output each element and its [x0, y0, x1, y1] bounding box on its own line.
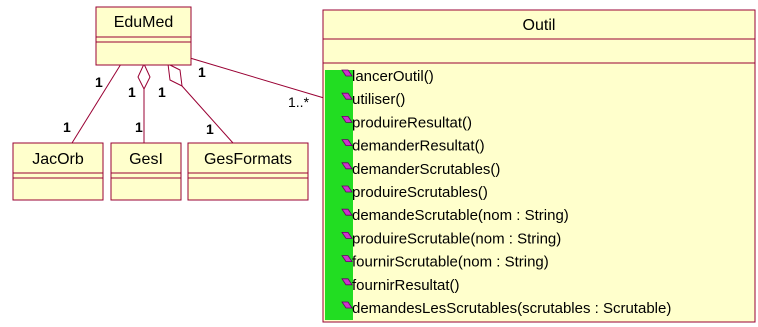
- operation-label: fournirResultat(): [352, 277, 460, 294]
- operation-label: produireScrutables(): [352, 184, 488, 201]
- class-jacorb[interactable]: JacOrb: [12, 142, 104, 201]
- operation-row[interactable]: demanderScrutables(): [341, 161, 500, 178]
- operation-label: fournirScrutable(nom : String): [352, 254, 549, 271]
- operation-icon: [341, 278, 353, 286]
- multiplicity-edumed-gesl-bottom: 1: [135, 119, 143, 135]
- class-name-gesl: GesI: [129, 151, 163, 168]
- operation-row[interactable]: utiliser(): [341, 91, 405, 108]
- class-name-edumed: EduMed: [114, 14, 174, 31]
- aggregation-diamond-gesformats: [167, 63, 183, 87]
- class-gesformats[interactable]: GesFormats: [187, 142, 309, 201]
- operation-label: demanderScrutables(): [352, 161, 500, 178]
- operation-icon: [341, 231, 353, 239]
- operation-icon: [341, 185, 353, 193]
- operation-row[interactable]: lancerOutil(): [341, 68, 434, 85]
- operation-icon: [341, 139, 353, 147]
- operation-label: lancerOutil(): [352, 68, 434, 85]
- operation-row[interactable]: fournirScrutable(nom : String): [341, 254, 549, 271]
- aggregation-diamond-gesl: [137, 62, 151, 91]
- operation-label: produireResultat(): [352, 114, 472, 131]
- operation-row[interactable]: fournirResultat(): [341, 277, 460, 294]
- multiplicity-edumed-gesformats-top: 1: [158, 84, 166, 100]
- operation-label: demanderResultat(): [352, 138, 485, 155]
- operation-icon: [341, 116, 353, 123]
- association-edumed-outil: [189, 57, 325, 99]
- operation-icon: [341, 69, 353, 77]
- operation-icon: [341, 255, 353, 263]
- class-name-jacorb: JacOrb: [32, 151, 84, 168]
- multiplicity-edumed-jacorb-bottom: 1: [63, 119, 71, 135]
- operations-bar: [325, 70, 353, 320]
- class-edumed[interactable]: EduMed: [95, 6, 192, 66]
- operation-row[interactable]: demandeScrutable(nom : String): [341, 207, 569, 224]
- operation-icon: [341, 208, 353, 216]
- multiplicity-edumed-jacorb-top: 1: [95, 74, 103, 90]
- class-name-gesformats: GesFormats: [204, 151, 292, 168]
- operation-label: produireScrutable(nom : String): [352, 230, 561, 247]
- operation-label: utiliser(): [352, 91, 405, 108]
- operation-icon: [341, 92, 353, 100]
- class-name-outil: Outil: [523, 17, 556, 34]
- multiplicity-edumed-gesformats-bottom: 1: [206, 121, 214, 137]
- multiplicity-edumed-gesl-top: 1: [128, 84, 136, 100]
- operations-list: lancerOutil() utiliser() produireResultat(…: [341, 68, 671, 317]
- multiplicities: 1 1 1 1 1 1 1 1..*: [63, 64, 310, 137]
- operation-row[interactable]: produireScrutables(): [341, 184, 488, 201]
- class-gesl[interactable]: GesI: [110, 142, 182, 201]
- class-outil[interactable]: Outil lancerOutil() utiliser() produireRes…: [322, 9, 756, 323]
- association-edumed-jacorb: [71, 63, 122, 144]
- operation-row[interactable]: produireScrutable(nom : String): [341, 230, 561, 247]
- multiplicity-edumed-outil-start: 1: [198, 64, 206, 80]
- operation-row[interactable]: demanderResultat(): [341, 138, 485, 155]
- association-edumed-gesformats: [181, 85, 234, 144]
- operation-label: demandesLesScrutables(scrutables : Scrut…: [352, 300, 671, 317]
- operation-label: demandeScrutable(nom : String): [352, 207, 569, 224]
- associations: [71, 57, 325, 144]
- operation-row[interactable]: produireResultat(): [341, 114, 472, 131]
- operation-row[interactable]: demandesLesScrutables(scrutables : Scrut…: [341, 300, 671, 317]
- operation-icon: [341, 162, 353, 170]
- operation-icon: [341, 301, 353, 309]
- multiplicity-edumed-outil-end: 1..*: [288, 94, 310, 110]
